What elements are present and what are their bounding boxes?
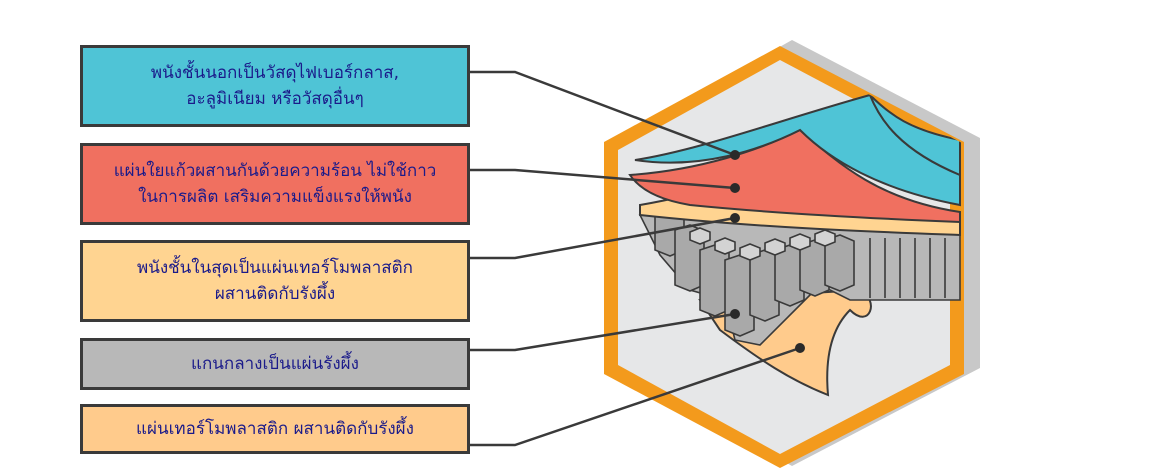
label-honeycomb-core-text: แกนกลางเป็นแผ่นรังผึ้ง (191, 354, 359, 374)
label-glass-fiber-text: แผ่นใยแก้วผสานกันด้วยความร้อน ไม่ใช้กาว … (113, 161, 437, 207)
leader-dot-honeycomb-core (730, 309, 740, 319)
leader-dots (730, 150, 805, 353)
label-bottom-thermoplastic-text: แผ่นเทอร์โมพลาสติก ผสานติดกับรังผึ้ง (136, 419, 414, 439)
label-honeycomb-core: แกนกลางเป็นแผ่นรังผึ้ง (80, 338, 470, 390)
leader-line-inner-thermoplastic (470, 216, 736, 260)
outer-skin-layer (634, 93, 961, 207)
leader-line-honeycomb-core (470, 312, 736, 352)
label-bottom-thermoplastic: แผ่นเทอร์โมพลาสติก ผสานติดกับรังผึ้ง (80, 404, 470, 454)
leader-line-glass-fiber (470, 168, 736, 190)
label-outer-skin: พนังชั้นนอกเป็นวัสดุไฟเบอร์กลาส, อะลูมิเ… (80, 45, 470, 127)
leader-dot-bottom-thermoplastic (795, 343, 805, 353)
label-outer-skin-text: พนังชั้นนอกเป็นวัสดุไฟเบอร์กลาส, อะลูมิเ… (150, 63, 400, 109)
leader-lines (470, 70, 801, 447)
leader-line-bottom-thermoplastic (470, 346, 801, 447)
leader-line-outer-skin (470, 70, 736, 157)
leader-dot-inner-thermoplastic (730, 213, 740, 223)
leader-dot-outer-skin (730, 150, 740, 160)
label-glass-fiber: แผ่นใยแก้วผสานกันด้วยความร้อน ไม่ใช้กาว … (80, 143, 470, 225)
label-inner-thermoplastic-text: พนังชั้นในสุดเป็นแผ่นเทอร์โมพลาสติก ผสาน… (137, 258, 413, 304)
label-inner-thermoplastic: พนังชั้นในสุดเป็นแผ่นเทอร์โมพลาสติก ผสาน… (80, 240, 470, 322)
outer-skin-fold (869, 94, 961, 177)
leader-dot-glass-fiber (730, 183, 740, 193)
honeycomb-core (638, 209, 961, 346)
